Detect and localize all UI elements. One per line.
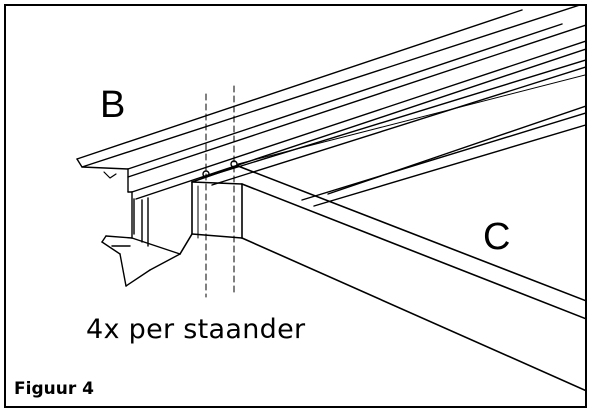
part-label-c: C	[483, 216, 511, 258]
part-label-b: B	[100, 84, 126, 126]
figure-frame: B C 4x per staander Figuur 4	[4, 4, 587, 408]
beam-c	[179, 165, 585, 392]
quantity-note: 4x per staander	[86, 314, 306, 345]
screw-hole-icon	[202, 170, 210, 178]
figure-caption: Figuur 4	[14, 379, 94, 399]
alignment-lines	[205, 85, 235, 298]
assembly-drawing	[76, 6, 585, 392]
screw-hole-icon	[230, 160, 238, 168]
beam-b	[76, 6, 585, 287]
screw-holes	[202, 160, 238, 178]
